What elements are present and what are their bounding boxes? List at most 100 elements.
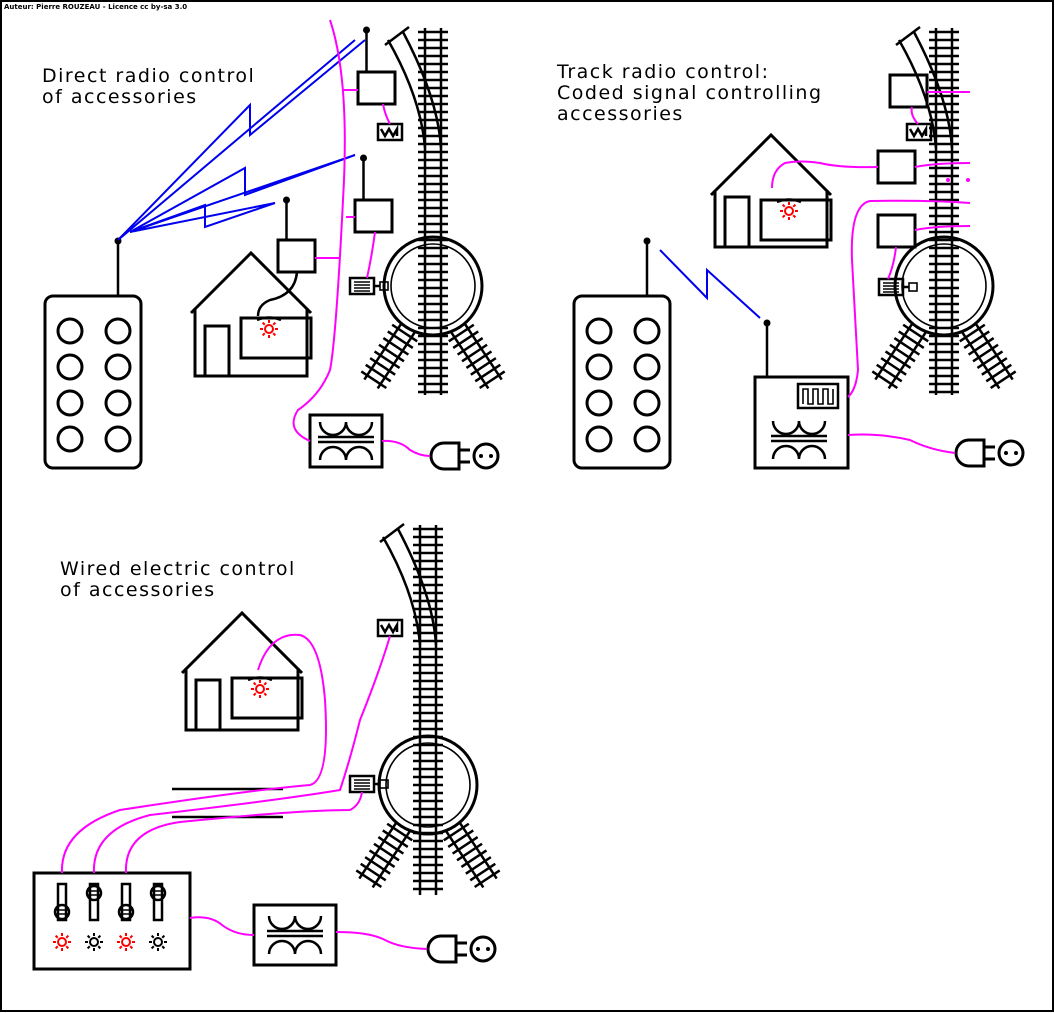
socket-icon [472,442,500,470]
switch-slot [152,882,164,922]
receiver-box [276,238,317,274]
switch-slot [88,882,100,922]
turntable-motor-lines-icon [354,281,370,292]
turntable-motor-coupler [379,779,389,789]
point-motor-zigzag-icon [379,620,399,635]
lamp-shade [776,198,802,204]
indicator-lamp-icon [85,933,103,951]
turnout-rail-outer [897,39,938,149]
remote-button [104,425,132,453]
plug-icon [426,934,497,964]
house-lamp-icon [260,320,278,338]
house-walls [184,668,300,732]
house-roof [180,610,304,675]
receiver [356,26,397,106]
panel-wired [32,523,501,971]
track-assembly [360,26,506,395]
lamp-bulb [57,937,67,947]
lamp-bulb [153,937,163,947]
remote-button [585,389,613,417]
lamp-bulb [264,324,274,334]
branch-rail [874,322,927,390]
coded-signal-generator-box [796,382,840,410]
remote-button [633,317,661,345]
turntable-motor-lines-icon [883,282,899,293]
wire-panel-lamp [60,633,327,874]
toggle-switch[interactable] [117,882,135,922]
turntable-branch-left [360,322,418,390]
switch-knob [85,884,103,902]
road-lines [172,787,283,819]
wire-panel-point-motor [92,635,391,874]
plug-body [954,438,986,468]
panel2-title: Track radio control: Coded signal contro… [556,61,830,125]
track-straight [929,28,959,395]
decoder-box [876,149,917,185]
point-motor [905,122,933,142]
transformer-coil-bottom [267,939,323,955]
plug-icon [954,438,1025,468]
wire-receiver-turntable-motor [366,231,376,279]
house-window [230,676,304,720]
transformer-core [267,929,323,938]
remote-antenna-tip [643,237,651,245]
lamp-rays [117,933,135,951]
receiver [353,154,394,234]
toggle-switch[interactable] [149,882,167,922]
lamp-bulb [121,937,131,947]
socket-hole [489,454,493,458]
switch-knob-grip [55,909,69,915]
wire-receiver-point-motor [382,103,391,125]
wire-decoder-turntable-motor [887,246,897,280]
indicator-lamp-icon [53,933,71,951]
remote-button [633,425,661,453]
radio-signal-3 [129,202,276,233]
branch-ties [871,323,929,390]
track-contact [966,178,970,182]
toggle-switch[interactable] [53,882,71,922]
track-assembly [871,26,1017,395]
remote-button [585,425,613,453]
branch-ties [360,323,418,390]
switch-knob [149,884,167,902]
track-turnout [384,26,443,149]
branch-ties [959,323,1017,390]
branch-rail [363,322,416,390]
wire-base-plug [847,433,956,454]
remote-button [585,317,613,345]
toggle-switch[interactable] [85,882,103,922]
socket-hole [1004,451,1008,455]
house-door [723,195,751,249]
transformer-coil-top [771,420,827,436]
branch-ties [443,822,501,889]
panel3-title-line2: of accessories [60,579,216,601]
wire-decoder-track [914,162,971,168]
indicator-lamp-icon [117,933,135,951]
transformer-coil-top [267,915,323,931]
turnout-rail-inner [912,31,954,149]
control-panel [32,871,192,971]
turnout-rail-inner [396,528,438,646]
house-roof [709,132,833,197]
panel-direct-radio [43,19,506,471]
receiver-box [356,70,397,106]
turntable-motor [877,277,918,297]
track-contact [946,178,950,182]
radio-signal-1 [117,39,366,241]
branch-rail [961,322,1014,390]
house-roof [189,250,313,315]
turntable-motor-coupler [908,282,918,292]
transformer-coil-top [318,421,374,437]
point-motor [376,618,404,638]
switch-knob [53,903,71,921]
switch-knob [117,903,135,921]
turntable-branch-right [959,322,1017,390]
receiver-box [353,198,394,234]
antenna-tip [283,196,290,204]
turnout-rail-outer [386,39,427,149]
track-assembly [355,523,501,895]
remote-button [104,317,132,345]
track-turnout [895,26,954,149]
